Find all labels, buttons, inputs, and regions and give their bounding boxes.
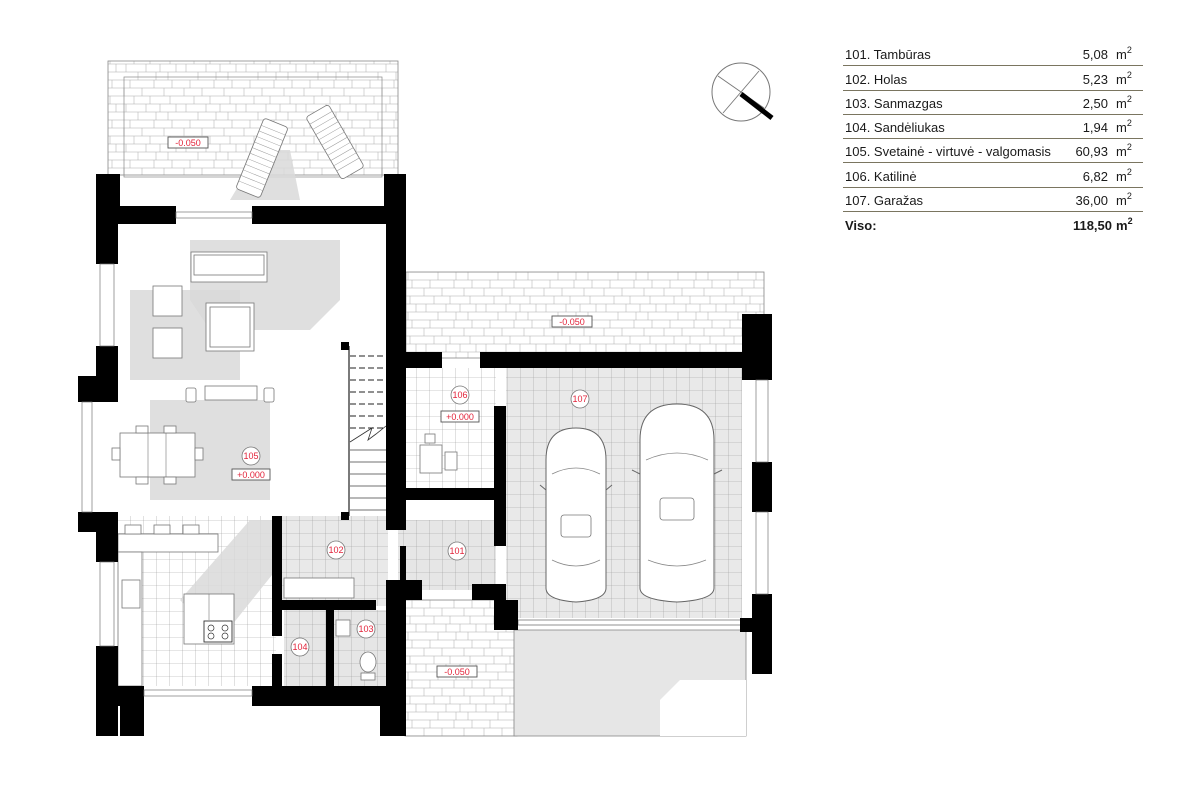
room-area: 6,82 (1082, 168, 1108, 184)
room-name: 107. Garažas (845, 193, 924, 209)
car-1 (539, 427, 613, 603)
room-area: 5,23 (1082, 71, 1108, 87)
north-terrace: -0.050 (107, 60, 399, 200)
coffee-table (205, 302, 255, 352)
sun-lounger-1 (236, 118, 288, 198)
room-area: 1,94 (1082, 120, 1108, 136)
room-name: 103. Sanmazgas (845, 95, 943, 111)
boiler (419, 433, 458, 474)
room-area: 2,50 (1082, 95, 1108, 111)
armchair-2 (152, 327, 183, 359)
room-area: 5,08 (1082, 47, 1108, 63)
svg-text:101: 101 (449, 546, 464, 556)
tv-console (185, 385, 275, 403)
room-area: 60,93 (1075, 144, 1108, 160)
room-area: 36,00 (1075, 193, 1108, 209)
room-101-floor (398, 520, 496, 590)
sofa (190, 251, 268, 283)
room-tag-106: 106 +0.000 (440, 385, 480, 423)
room-name: 105. Svetainė - virtuvė - valgomasis (845, 144, 1051, 160)
windows (81, 211, 769, 697)
garage-door (517, 619, 747, 626)
svg-text:107: 107 (572, 394, 587, 404)
room-tag-107: 107 (570, 389, 590, 409)
compass-north-arrow-icon (711, 62, 774, 122)
car-2 (631, 403, 723, 603)
terrace-level-label: -0.050 (175, 138, 201, 148)
total-area: 118,50 (1072, 218, 1112, 234)
room-tag-105: 105 +0.000 (231, 446, 271, 481)
svg-text:+0.000: +0.000 (237, 470, 265, 480)
svg-text:104: 104 (292, 642, 307, 652)
legend-row-105: 105. Svetainė - virtuvė - valgomasis 60,… (843, 139, 1143, 164)
svg-text:106: 106 (452, 390, 467, 400)
kitchen-counter (117, 524, 219, 687)
room-name: 106. Katilinė (845, 168, 917, 184)
room-tag-104: 104 (290, 637, 310, 657)
sink (335, 619, 351, 637)
toilet (359, 651, 377, 681)
kitchen-island (183, 593, 235, 645)
entrance-terrace: -0.050 (404, 599, 747, 737)
staircase (341, 342, 387, 520)
svg-text:105: 105 (243, 451, 258, 461)
room-tag-101: 101 (447, 541, 467, 561)
sun-lounger-2 (306, 105, 364, 179)
room-name: 101. Tambūras (845, 47, 931, 63)
total-label: Viso: (845, 218, 877, 234)
walls (78, 174, 772, 736)
room-tag-103: 103 (356, 619, 376, 639)
room-name: 104. Sandėliukas (845, 120, 945, 136)
hall-bench (283, 577, 355, 599)
svg-text:102: 102 (328, 545, 343, 555)
room-name: 102. Holas (845, 71, 908, 87)
terrace-level-label: -0.050 (559, 317, 585, 327)
svg-text:+0.000: +0.000 (446, 412, 474, 422)
svg-text:103: 103 (358, 624, 373, 634)
armchair-1 (152, 285, 183, 317)
terrace-level-label: -0.050 (444, 667, 470, 677)
east-terrace: -0.050 (405, 271, 765, 359)
room-tag-102: 102 (326, 540, 346, 560)
dining-table (111, 425, 204, 485)
